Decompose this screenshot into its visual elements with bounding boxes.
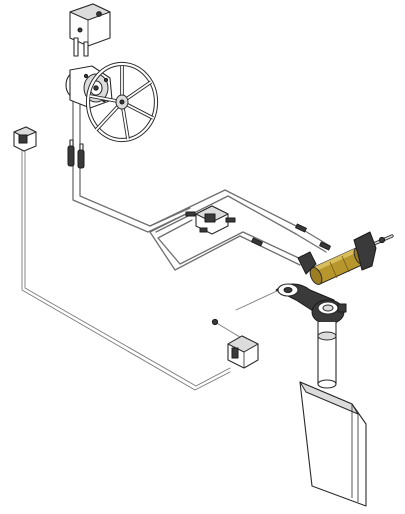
- rudder-shaft: [317, 322, 337, 385]
- rudder-blade: [299, 381, 367, 507]
- electronic-control-box: [211, 318, 259, 369]
- control-cable-2: [24, 141, 231, 387]
- pipe-to-cylinder-d: [295, 233, 327, 253]
- pipe-lower-loop: [149, 213, 241, 271]
- cylinder-mount-bracket: [353, 231, 377, 271]
- steering-wheel[interactable]: [85, 61, 159, 143]
- pipe-upper-run: [149, 189, 301, 229]
- tank-bolt: [77, 27, 83, 33]
- expansion-tank: [69, 3, 111, 57]
- control-cable: [21, 139, 231, 391]
- pipe-to-cylinder-b: [242, 231, 304, 261]
- wheel-nut: [119, 99, 125, 105]
- hydraulic-cylinder: [297, 231, 394, 285]
- helm-fittings: [67, 139, 85, 169]
- tank-cap: [96, 11, 102, 17]
- hydraulic-lines: [21, 94, 331, 391]
- shaft-collar: [317, 331, 337, 341]
- valve-block: [185, 205, 236, 235]
- pipe-upper-run-2: [155, 195, 297, 235]
- tiller-arm: [275, 283, 347, 325]
- remote-box-face: [18, 134, 28, 144]
- pipe-starboard-helm: [79, 94, 191, 227]
- pipe-lower-loop-2: [157, 219, 244, 265]
- control-box-connector: [231, 347, 239, 359]
- tank-top: [69, 3, 111, 21]
- cylinder-rear-clevis: [297, 251, 317, 275]
- remote-control-box: [13, 126, 37, 152]
- pipe-to-cylinder-a: [239, 235, 301, 266]
- rod-end: [378, 236, 386, 244]
- rudder-post: [317, 322, 337, 389]
- wheel-rim-inner: [86, 62, 158, 142]
- sensor-joint: [211, 318, 219, 326]
- line-fittings: [251, 223, 331, 265]
